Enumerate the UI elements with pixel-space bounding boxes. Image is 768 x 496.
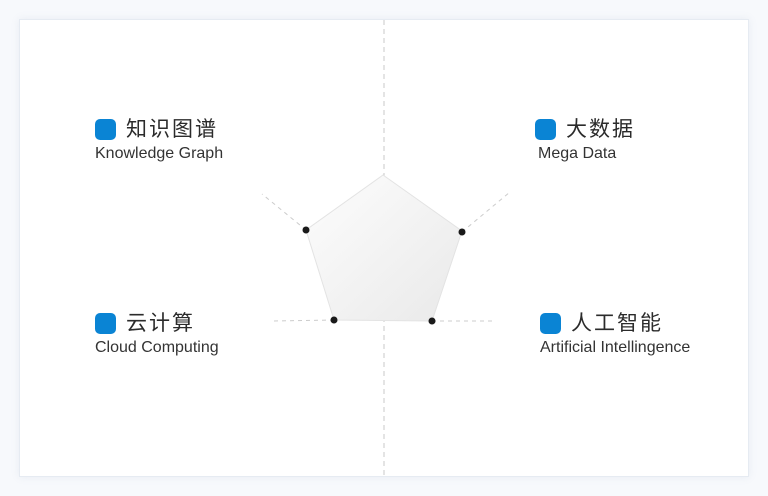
item-cloud-computing: 云计算 Cloud Computing (95, 310, 219, 357)
item-title-en: Artificial Intellingence (540, 339, 691, 356)
blue-square-icon (535, 118, 556, 140)
vertex-dot-top-right (458, 228, 466, 236)
connector-line-top-right (461, 191, 511, 233)
item-title-en: Cloud Computing (95, 339, 219, 356)
vertex-dot-top-left (302, 226, 310, 234)
item-title-en: Knowledge Graph (95, 145, 224, 162)
connector-line-top-left (261, 193, 307, 231)
item-mega-data: 大数据 Mega Data (535, 116, 635, 163)
item-knowledge-graph: 知识图谱 Knowledge Graph (95, 116, 223, 163)
item-title-cn: 知识图谱 (126, 117, 218, 141)
vertex-dot-bottom-left (330, 316, 338, 324)
blue-square-icon (540, 312, 561, 334)
item-artificial-intelligence: 人工智能 Artificial Intellingence (540, 310, 690, 357)
connector-line-bottom-left (271, 319, 335, 322)
item-title-cn: 大数据 (566, 117, 635, 141)
pentagon-shape (305, 174, 463, 322)
item-title-cn: 人工智能 (571, 311, 663, 335)
vertex-dot-bottom-right (428, 317, 436, 325)
item-title-en: Mega Data (538, 145, 617, 162)
blue-square-icon (95, 312, 116, 334)
item-title-cn: 云计算 (126, 311, 195, 335)
blue-square-icon (95, 118, 116, 140)
